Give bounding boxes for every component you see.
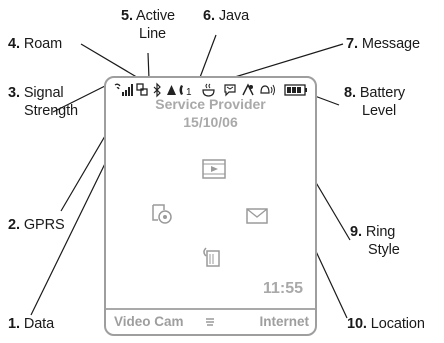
soft-key-bar: Video Cam Internet: [106, 308, 315, 334]
menu-key-icon[interactable]: [205, 317, 215, 327]
callout-gprs: 2. GPRS: [8, 217, 65, 233]
status-bar: 1: [114, 82, 312, 98]
right-soft-key[interactable]: Internet: [259, 314, 309, 329]
ring-style-icon: [260, 84, 275, 96]
messages-icon[interactable]: [246, 208, 268, 224]
location-icon: [242, 83, 254, 96]
callout-data: 1. Data: [8, 316, 55, 332]
leader-signal-strength: [52, 82, 112, 113]
active-line-icon: 1: [179, 85, 192, 98]
callout-active-line: 5. Active Line: [121, 8, 175, 42]
callout-message: 7. Message: [346, 36, 420, 52]
java-icon: [202, 83, 215, 97]
signal-strength-icon: [114, 83, 133, 96]
leader-roam: [80, 43, 141, 80]
battery-level-icon: [284, 84, 307, 96]
callout-ring-style: 9. Ring Style: [350, 224, 400, 258]
recent-calls-icon[interactable]: [200, 244, 224, 268]
leader-java: [198, 34, 217, 81]
clock: 11:55: [262, 280, 303, 297]
left-soft-key[interactable]: Video Cam: [114, 314, 184, 329]
service-provider-label: Service Provider: [155, 96, 266, 112]
callout-java: 6. Java: [203, 8, 250, 24]
phone-home-screen: 1 Service Provider 15: [104, 76, 317, 336]
settings-icon[interactable]: [150, 202, 174, 226]
callout-roam: 4. Roam: [8, 36, 63, 52]
svg-text:1: 1: [186, 87, 192, 98]
callout-signal-strength: 3. Signal Strength: [8, 85, 79, 119]
leader-message: [224, 43, 344, 81]
date-label: 15/10/06: [183, 114, 238, 130]
gprs-icon: [136, 83, 148, 96]
message-icon: [224, 84, 236, 97]
callout-location: 10. Location: [347, 316, 425, 332]
leader-active-line: [147, 52, 150, 80]
roam-icon: [167, 85, 176, 95]
data-icon: [153, 82, 161, 98]
multimedia-icon[interactable]: [201, 156, 227, 182]
callout-battery-level: 8. Battery Level: [344, 85, 406, 119]
